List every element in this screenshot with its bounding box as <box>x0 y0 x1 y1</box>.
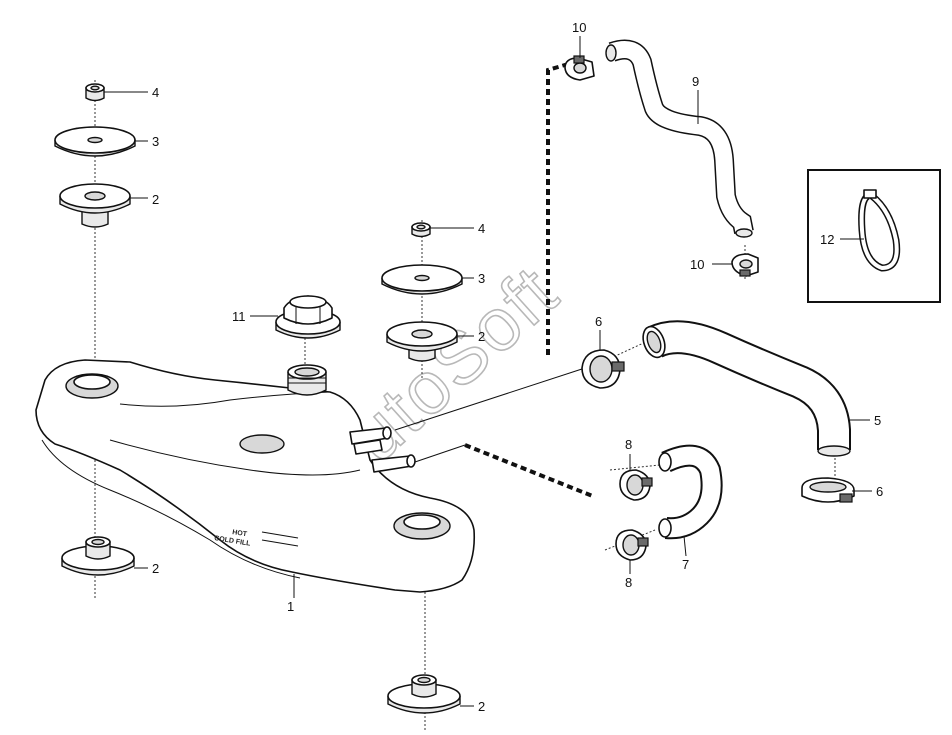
hose-clip-top <box>564 55 595 81</box>
small-hose <box>658 444 723 540</box>
pipe-link-line-2 <box>414 444 466 463</box>
hose-clip-bottom <box>731 253 759 277</box>
callout-9: 9 <box>692 74 699 89</box>
hose-clamp-8-lower <box>615 529 649 561</box>
callout-11: 11 <box>232 309 246 324</box>
hose-clamp-6-lower <box>801 477 855 503</box>
washer-left <box>54 126 136 157</box>
expansion-cap <box>275 295 341 339</box>
callout-10: 10 <box>690 257 704 272</box>
nut-left <box>85 83 105 102</box>
mount-lower-right <box>387 674 461 714</box>
callout-2: 2 <box>152 192 159 207</box>
pipe-link-line <box>394 367 586 431</box>
callout-8: 8 <box>625 437 632 452</box>
callout-4: 4 <box>478 221 485 236</box>
leader-lines <box>104 36 872 707</box>
callout-12: 12 <box>820 232 834 247</box>
hose-clamp-8-upper <box>619 469 653 501</box>
callout-7: 7 <box>682 557 689 572</box>
callout-2: 2 <box>152 561 159 576</box>
callout-10: 10 <box>572 20 586 35</box>
callout-3: 3 <box>152 134 159 149</box>
callout-1: 1 <box>287 599 294 614</box>
callout-6: 6 <box>595 314 602 329</box>
callout-4: 4 <box>152 85 159 100</box>
mount-upper-left <box>59 183 131 228</box>
tank-label-hot: HOT <box>232 529 248 538</box>
callout-2: 2 <box>478 699 485 714</box>
callout-2: 2 <box>478 329 485 344</box>
cable-tie <box>858 189 901 272</box>
routing-line-lower <box>464 443 596 499</box>
nut-middle <box>411 222 431 238</box>
hose-clamp-6-upper <box>581 349 625 389</box>
washer-middle <box>381 264 463 295</box>
callout-3: 3 <box>478 271 485 286</box>
mount-upper-middle <box>386 321 458 362</box>
large-hose <box>642 320 851 457</box>
expansion-tank: HOT COLD FILL <box>35 359 476 593</box>
callout-6: 6 <box>876 484 883 499</box>
callout-5: 5 <box>874 413 881 428</box>
upper-hose <box>605 39 754 238</box>
mount-lower-left <box>61 536 135 576</box>
callout-8: 8 <box>625 575 632 590</box>
callouts: 1 2 2 2 2 3 3 4 4 5 6 6 7 8 8 9 10 10 11… <box>152 20 883 714</box>
